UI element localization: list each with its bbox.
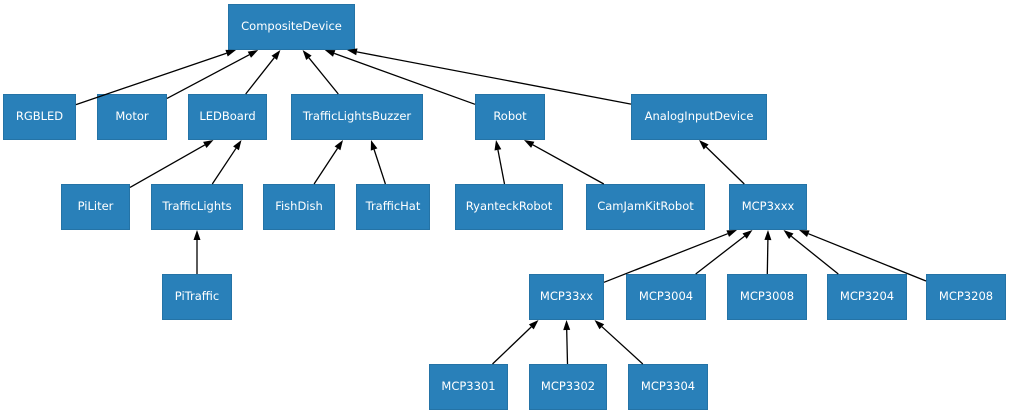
arrowhead [324,50,336,57]
edge-TrafficLights-LEDBoard [211,140,242,185]
node-MCP3304[interactable]: MCP3304 [628,364,708,410]
edge-FishDish-TrafficLightsBuzzer [313,140,343,185]
node-label: TrafficLightsBuzzer [302,109,412,124]
arrowhead [726,230,737,237]
edge-MCP3004-MCP3xxx [695,230,753,275]
node-MCP3008[interactable]: MCP3008 [727,274,807,320]
node-TrafficHat[interactable]: TrafficHat [356,184,430,230]
node-AnalogInputDevice[interactable]: AnalogInputDevice [631,94,767,140]
arrowhead [799,230,810,237]
node-label: MCP3301 [441,379,496,394]
arrowhead [370,140,378,151]
edge-TrafficHat-TrafficLightsBuzzer [370,140,387,185]
node-label: MCP3xxx [741,199,795,214]
edge-TrafficLightsBuzzer-CompositeDevice [302,50,339,95]
node-Robot[interactable]: Robot [475,94,545,140]
edge-Motor-CompositeDevice [166,50,259,99]
node-label: FishDish [275,199,323,214]
node-label: PiTraffic [174,289,220,304]
edge-PiTraffic-TrafficLights [193,230,201,274]
arrowhead [233,140,242,151]
node-label: MCP33xx [539,289,594,304]
edge-MCP3301-MCP33xx [492,320,539,365]
node-label: Motor [115,109,149,124]
node-FishDish[interactable]: FishDish [263,184,335,230]
node-RyanteckRobot[interactable]: RyanteckRobot [455,184,563,230]
node-PiTraffic[interactable]: PiTraffic [162,274,232,320]
node-label: TrafficLights [162,199,232,214]
node-label: PiLiter [77,199,114,214]
node-RGBLED[interactable]: RGBLED [3,94,76,140]
node-MCP3004[interactable]: MCP3004 [626,274,706,320]
edge-MCP3008-MCP3xxx [764,230,772,275]
arrowhead [225,49,236,57]
arrowhead [563,320,571,331]
edge-MCP3204-MCP3xxx [783,230,839,275]
arrowhead [524,140,535,148]
arrowhead [742,230,753,239]
arrowhead [334,140,343,151]
node-label: Robot [493,109,527,124]
node-label: TrafficHat [365,199,421,214]
node-MCP3204[interactable]: MCP3204 [827,274,907,320]
arrowhead [783,230,794,239]
edge-RyanteckRobot-Robot [494,140,506,185]
node-CamJamKitRobot[interactable]: CamJamKitRobot [586,184,705,230]
node-MCP3301[interactable]: MCP3301 [429,364,508,410]
arrowhead [494,140,502,151]
node-CompositeDevice[interactable]: CompositeDevice [228,4,355,50]
arrowhead [302,50,312,60]
node-Motor[interactable]: Motor [97,94,167,140]
node-label: MCP3208 [938,289,994,304]
edge-CamJamKitRobot-Robot [524,140,605,185]
node-LEDBoard[interactable]: LEDBoard [188,94,267,140]
node-label: CompositeDevice [241,19,342,34]
node-TrafficLights[interactable]: TrafficLights [151,184,243,230]
arrowhead [193,230,201,240]
node-label: MCP3302 [540,379,596,394]
node-label: RGBLED [15,109,64,124]
node-label: CamJamKitRobot [597,199,694,214]
node-TrafficLightsBuzzer[interactable]: TrafficLightsBuzzer [291,94,423,140]
arrowhead [764,230,772,241]
node-label: MCP3008 [739,289,795,304]
arrowhead [594,320,605,330]
node-MCP3302[interactable]: MCP3302 [529,364,607,410]
arrowhead [247,50,259,58]
node-PiLiter[interactable]: PiLiter [61,184,130,230]
node-label: RyanteckRobot [465,199,553,214]
node-MCP33xx[interactable]: MCP33xx [529,274,604,320]
arrowhead [699,140,709,150]
edge-MCP3302-MCP33xx [563,320,571,365]
node-label: MCP3304 [640,379,696,394]
node-MCP3208[interactable]: MCP3208 [926,274,1006,320]
node-label: MCP3204 [839,289,895,304]
node-label: MCP3004 [638,289,694,304]
arrowhead [271,50,281,60]
arrowhead [528,320,539,330]
edge-LEDBoard-CompositeDevice [245,50,281,95]
arrowhead [203,140,214,148]
edge-PiLiter-LEDBoard [129,140,214,188]
edge-MCP3xxx-AnalogInputDevice [699,140,745,185]
node-label: LEDBoard [199,109,256,124]
edge-MCP3304-MCP33xx [594,320,644,365]
node-label: AnalogInputDevice [644,109,754,124]
node-MCP3xxx[interactable]: MCP3xxx [729,184,807,230]
